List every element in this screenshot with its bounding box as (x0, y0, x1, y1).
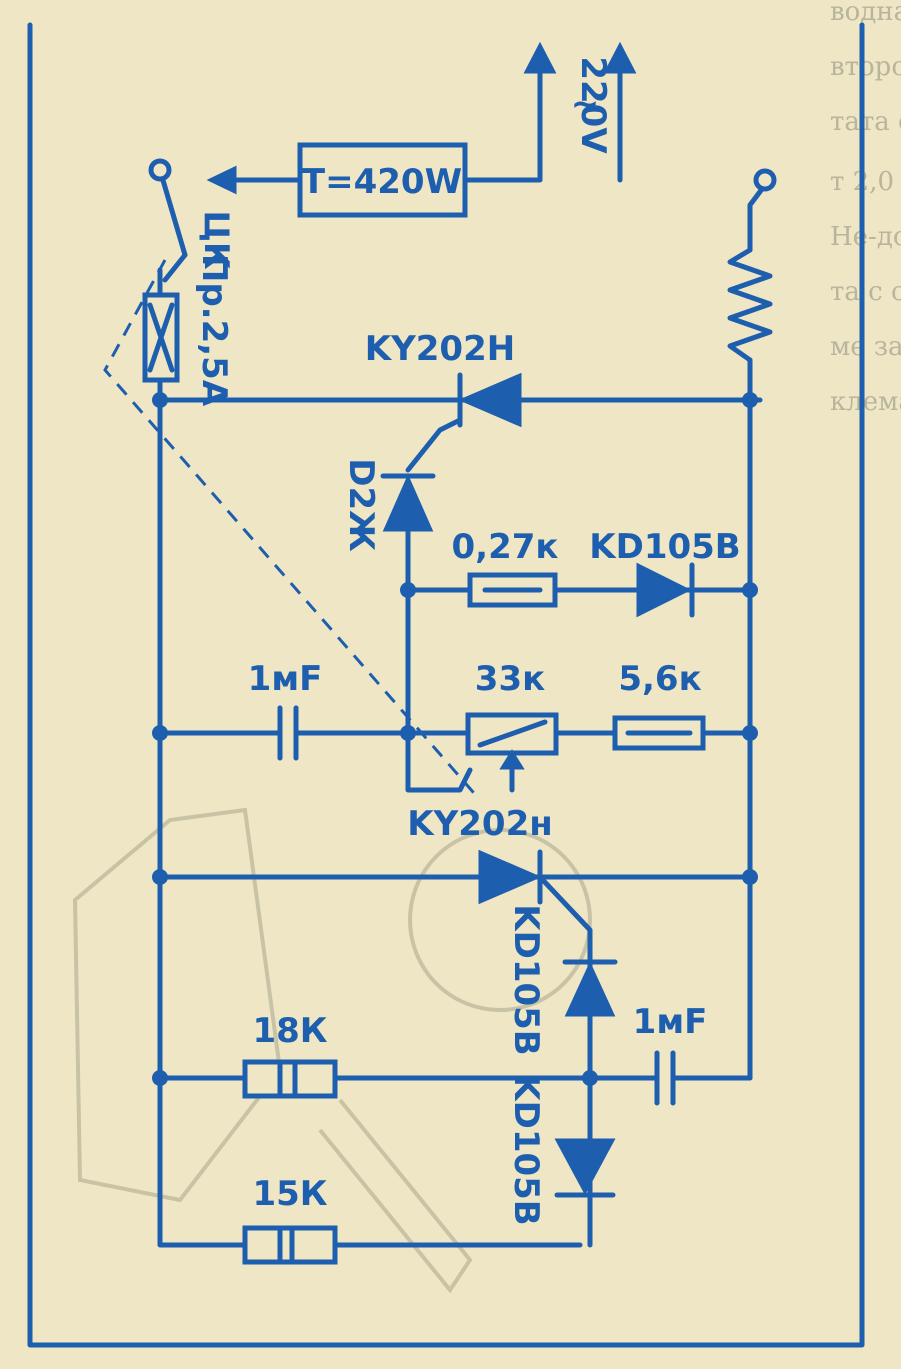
up-arrow-icon (603, 41, 637, 74)
background-text-line: водна от пустбр клеммата. (830, 0, 901, 27)
diode-bottom: KD105B (506, 1074, 616, 1226)
background-text-line: тата се смени, само с бушоне с (830, 107, 901, 137)
resistor-18k-label: 18К (252, 1011, 327, 1051)
background-text-line: т 2,0 А. (830, 167, 901, 197)
thyristor-bottom: KY202н (407, 804, 553, 905)
up-arrow-icon (523, 41, 557, 74)
mains-label: 220V (573, 56, 613, 154)
heater-label: T=420W (302, 162, 462, 202)
capacitor-bottom: 1мF (633, 1002, 708, 1106)
mains-arrows (206, 41, 637, 195)
background-text-line: Не-долу — пайнк за отвдаче на (830, 222, 901, 252)
output-terminal (753, 168, 777, 192)
diode-mid-label: KD105B (506, 904, 546, 1055)
capacitor-top-label: 1мF (248, 659, 323, 699)
junction-dots (152, 392, 758, 1086)
background-text-line: ме за стенение на винтовете (830, 332, 901, 362)
page-border (27, 22, 865, 1348)
background-text-line: та с отвертка, широка 4 мм (830, 277, 901, 307)
switch-terminal (148, 158, 172, 182)
diode-mid: KD105B (506, 904, 618, 1056)
background-text-line: второто бушоне се намира в (830, 52, 901, 82)
potentiometer-33k: 33к (465, 659, 559, 793)
capacitor-top: 1мF (248, 659, 323, 761)
zener-label: D2Ж (341, 458, 381, 552)
mechanical-link (103, 259, 482, 801)
resistor-56k: 5,6к (612, 659, 706, 751)
diode-bottom-label: KD105B (506, 1074, 546, 1225)
resistor-027k-label: 0,27к (452, 527, 559, 567)
switch-label: ЦК (196, 210, 236, 270)
thyristor-top-label: KY202H (365, 329, 515, 369)
resistor-56k-label: 5,6к (618, 659, 701, 699)
resistor-027k: 0,27к (452, 527, 559, 608)
zener-diode: D2Ж (341, 458, 436, 552)
thyristor-bottom-label: KY202н (407, 804, 552, 844)
resistor-15k-label: 15К (252, 1174, 327, 1214)
switch: ЦК (162, 210, 236, 283)
heating-coil (727, 247, 773, 363)
heater-element: T=420W (297, 142, 468, 218)
diode-top: KD105B (589, 527, 741, 618)
plug-illustration (72, 807, 592, 1294)
mains-voltage-label: 220V (573, 56, 613, 154)
thyristor-top: KY202H (365, 329, 522, 428)
resistor-18k: 18К (242, 1011, 338, 1099)
capacitor-bottom-label: 1мF (633, 1002, 708, 1042)
fuse: Пр.2,5А (142, 254, 234, 407)
resistor-15k: 15К (242, 1174, 338, 1265)
background-text-line: клемата. (830, 387, 901, 417)
terminals (148, 158, 777, 192)
fuse-label: Пр.2,5А (194, 254, 234, 407)
potentiometer-label: 33к (475, 659, 545, 699)
background-text: водна от пустбр клеммата. второто бушоне… (830, 0, 901, 417)
diode-top-label: KD105B (589, 527, 740, 567)
ac-symbol: ~ (571, 84, 600, 124)
left-arrow-icon (206, 165, 237, 195)
